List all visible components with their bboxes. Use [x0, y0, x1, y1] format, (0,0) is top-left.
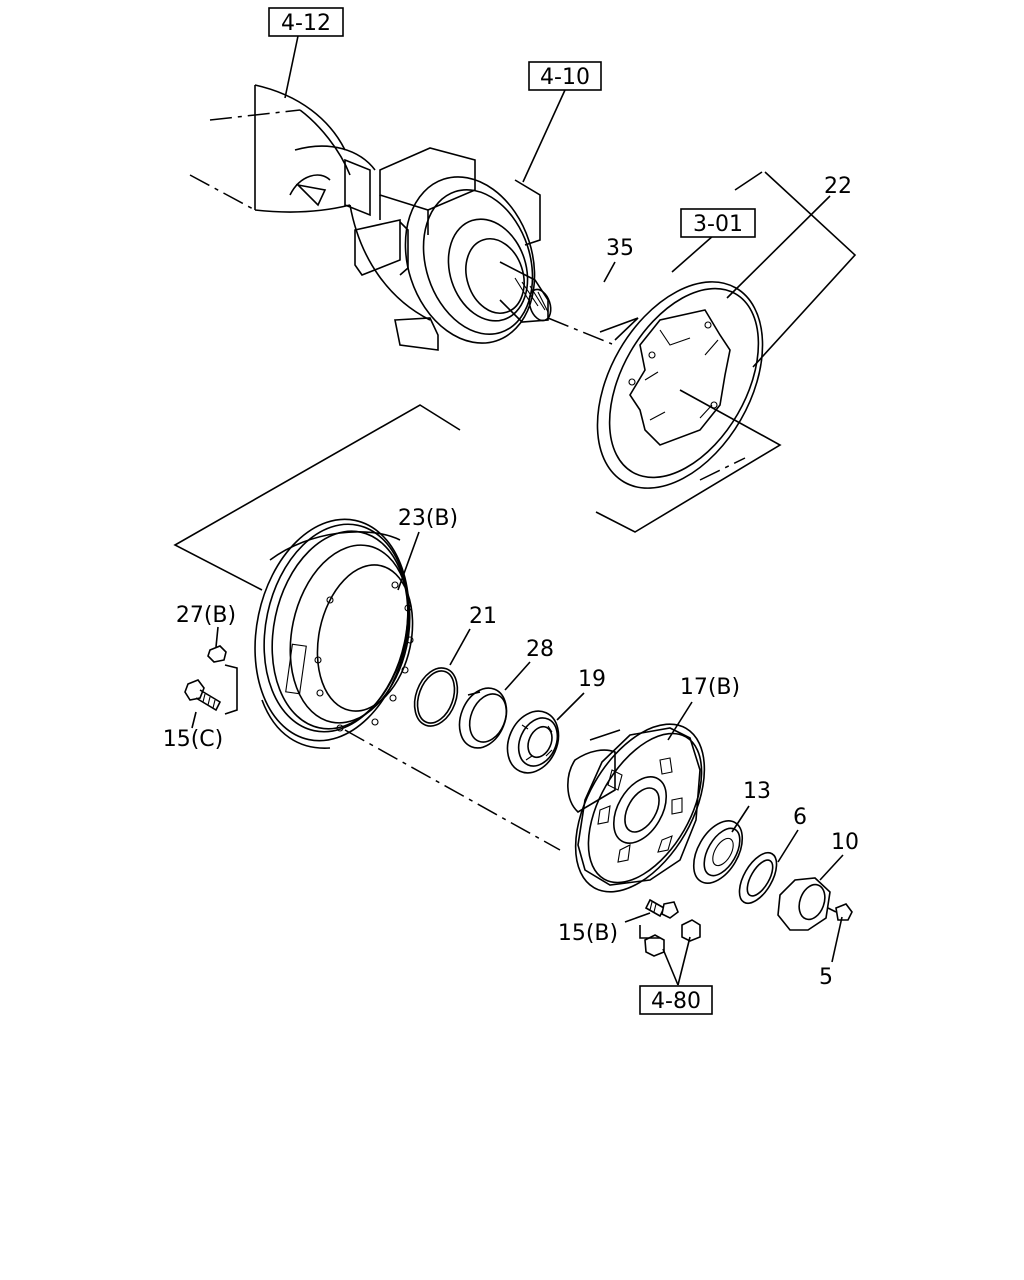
wheel-stud-15c [184, 679, 222, 712]
brake-drum [254, 518, 414, 749]
label-part-21: 21 [469, 604, 497, 629]
hub-stud-15b [644, 898, 679, 919]
label-part-15c: 15(C) [163, 727, 224, 752]
ref-box-4-10: 4-10 [528, 61, 602, 91]
lock-bolt [827, 903, 853, 921]
label-part-35: 35 [606, 236, 634, 261]
ref-label-4-10: 4-10 [540, 65, 590, 90]
label-part-6: 6 [793, 805, 807, 830]
center-line-lower [344, 729, 561, 851]
label-part-15b: 15(B) [558, 921, 618, 946]
oil-seal [458, 687, 508, 749]
snap-ring [413, 667, 459, 727]
label-part-10: 10 [831, 830, 859, 855]
dust-shield [596, 281, 764, 489]
label-part-27b: 27(B) [176, 603, 236, 628]
inner-bearing [506, 710, 560, 774]
ref-label-3-01: 3-01 [693, 212, 743, 237]
label-part-13: 13 [743, 779, 771, 804]
wheel-nut-27 [207, 645, 227, 663]
label-part-5: 5 [819, 965, 833, 990]
wheel-nut-b [681, 919, 701, 942]
ref-label-4-80: 4-80 [651, 989, 701, 1014]
center-line-upper [547, 317, 613, 345]
label-part-19: 19 [578, 667, 606, 692]
ref-box-4-80: 4-80 [639, 985, 713, 1015]
ref-box-3-01: 3-01 [680, 208, 756, 238]
ref-label-4-12: 4-12 [281, 11, 331, 36]
hub-nut [777, 877, 831, 931]
ref-box-4-12: 4-12 [268, 7, 344, 37]
label-part-17b: 17(B) [680, 675, 740, 700]
lock-washer [738, 851, 778, 905]
label-part-23b: 23(B) [398, 506, 458, 531]
axle-housing [189, 84, 552, 351]
label-part-22: 22 [824, 174, 852, 199]
outer-bearing [692, 820, 744, 884]
label-part-28: 28 [526, 637, 554, 662]
leader-lines [191, 35, 844, 986]
wheel-hub [567, 723, 706, 893]
